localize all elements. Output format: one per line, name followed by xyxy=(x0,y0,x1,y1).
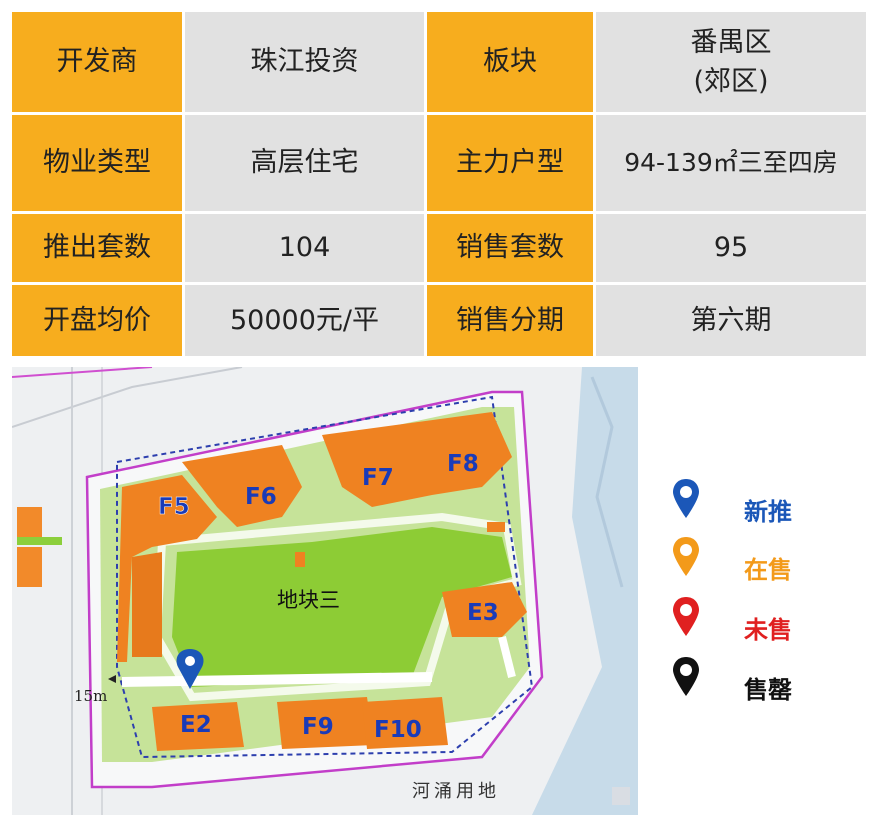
plot-label: 地块三 xyxy=(277,588,340,612)
building-f5 xyxy=(117,475,217,662)
label-district: 板块 xyxy=(427,12,596,115)
building-f9 xyxy=(277,697,374,749)
building-f7-f8 xyxy=(322,412,512,507)
label-f6: F6 xyxy=(245,484,277,510)
value-main-unit: 94-139㎡三至四房 xyxy=(596,115,869,214)
label-opening-price: 开盘均价 xyxy=(12,285,185,359)
label-units-sold: 销售套数 xyxy=(427,214,596,285)
value-property-type: 高层住宅 xyxy=(185,115,427,214)
map-pin-blue-icon xyxy=(673,479,699,518)
label-property-type: 物业类型 xyxy=(12,115,185,214)
label-e3: E3 xyxy=(467,600,499,626)
map-pin-new-launch xyxy=(176,649,204,689)
adjacent-building xyxy=(17,507,42,537)
label-e2: E2 xyxy=(180,712,212,738)
building-e2 xyxy=(152,702,244,751)
map-pin-orange-icon xyxy=(673,537,699,576)
label-f5: F5 xyxy=(158,494,190,521)
value-units-sold: 95 xyxy=(596,214,869,285)
legend-label-sold-out: 售罄 xyxy=(744,676,792,704)
road-width-label: 15m xyxy=(74,687,108,705)
legend-label-unsold: 未售 xyxy=(744,616,792,644)
legend-item-new: 新推 xyxy=(660,478,860,538)
site-plan-drawing xyxy=(12,367,638,815)
building-f10 xyxy=(362,697,448,749)
label-main-unit: 主力户型 xyxy=(427,115,596,214)
value-sales-phase: 第六期 xyxy=(596,285,869,359)
legend-item-on-sale: 在售 xyxy=(660,536,860,596)
site-plan-map: F5 F6 F7 F8 E3 E2 F9 F10 地块三 15m 河涌用地 xyxy=(12,367,638,815)
label-developer: 开发商 xyxy=(12,12,185,115)
project-info-table: 开发商 珠江投资 板块 番禺区 (郊区) 物业类型 高层住宅 主力户型 94-1… xyxy=(12,12,869,359)
map-pin-black-icon xyxy=(673,657,699,696)
label-sales-phase: 销售分期 xyxy=(427,285,596,359)
building-f6 xyxy=(182,445,302,527)
value-district: 番禺区 (郊区) xyxy=(596,12,869,115)
green-plot xyxy=(172,527,512,687)
legend-item-unsold: 未售 xyxy=(660,596,860,656)
value-opening-price: 50000元/平 xyxy=(185,285,427,359)
corner-watermark xyxy=(612,787,630,805)
river xyxy=(532,367,638,815)
river-land-label: 河涌用地 xyxy=(412,781,500,802)
label-f10: F10 xyxy=(374,717,422,743)
label-f8: F8 xyxy=(447,451,479,477)
legend-label-new: 新推 xyxy=(744,498,792,526)
value-units-launched: 104 xyxy=(185,214,427,285)
label-f7: F7 xyxy=(362,465,394,491)
value-developer: 珠江投资 xyxy=(185,12,427,115)
legend-item-sold-out: 售罄 xyxy=(660,656,860,716)
label-units-launched: 推出套数 xyxy=(12,214,185,285)
adjacent-building xyxy=(17,547,42,587)
legend-label-on-sale: 在售 xyxy=(744,556,792,584)
building-e3 xyxy=(442,582,527,637)
label-f9: F9 xyxy=(302,714,334,740)
map-pin-red-icon xyxy=(673,597,699,636)
